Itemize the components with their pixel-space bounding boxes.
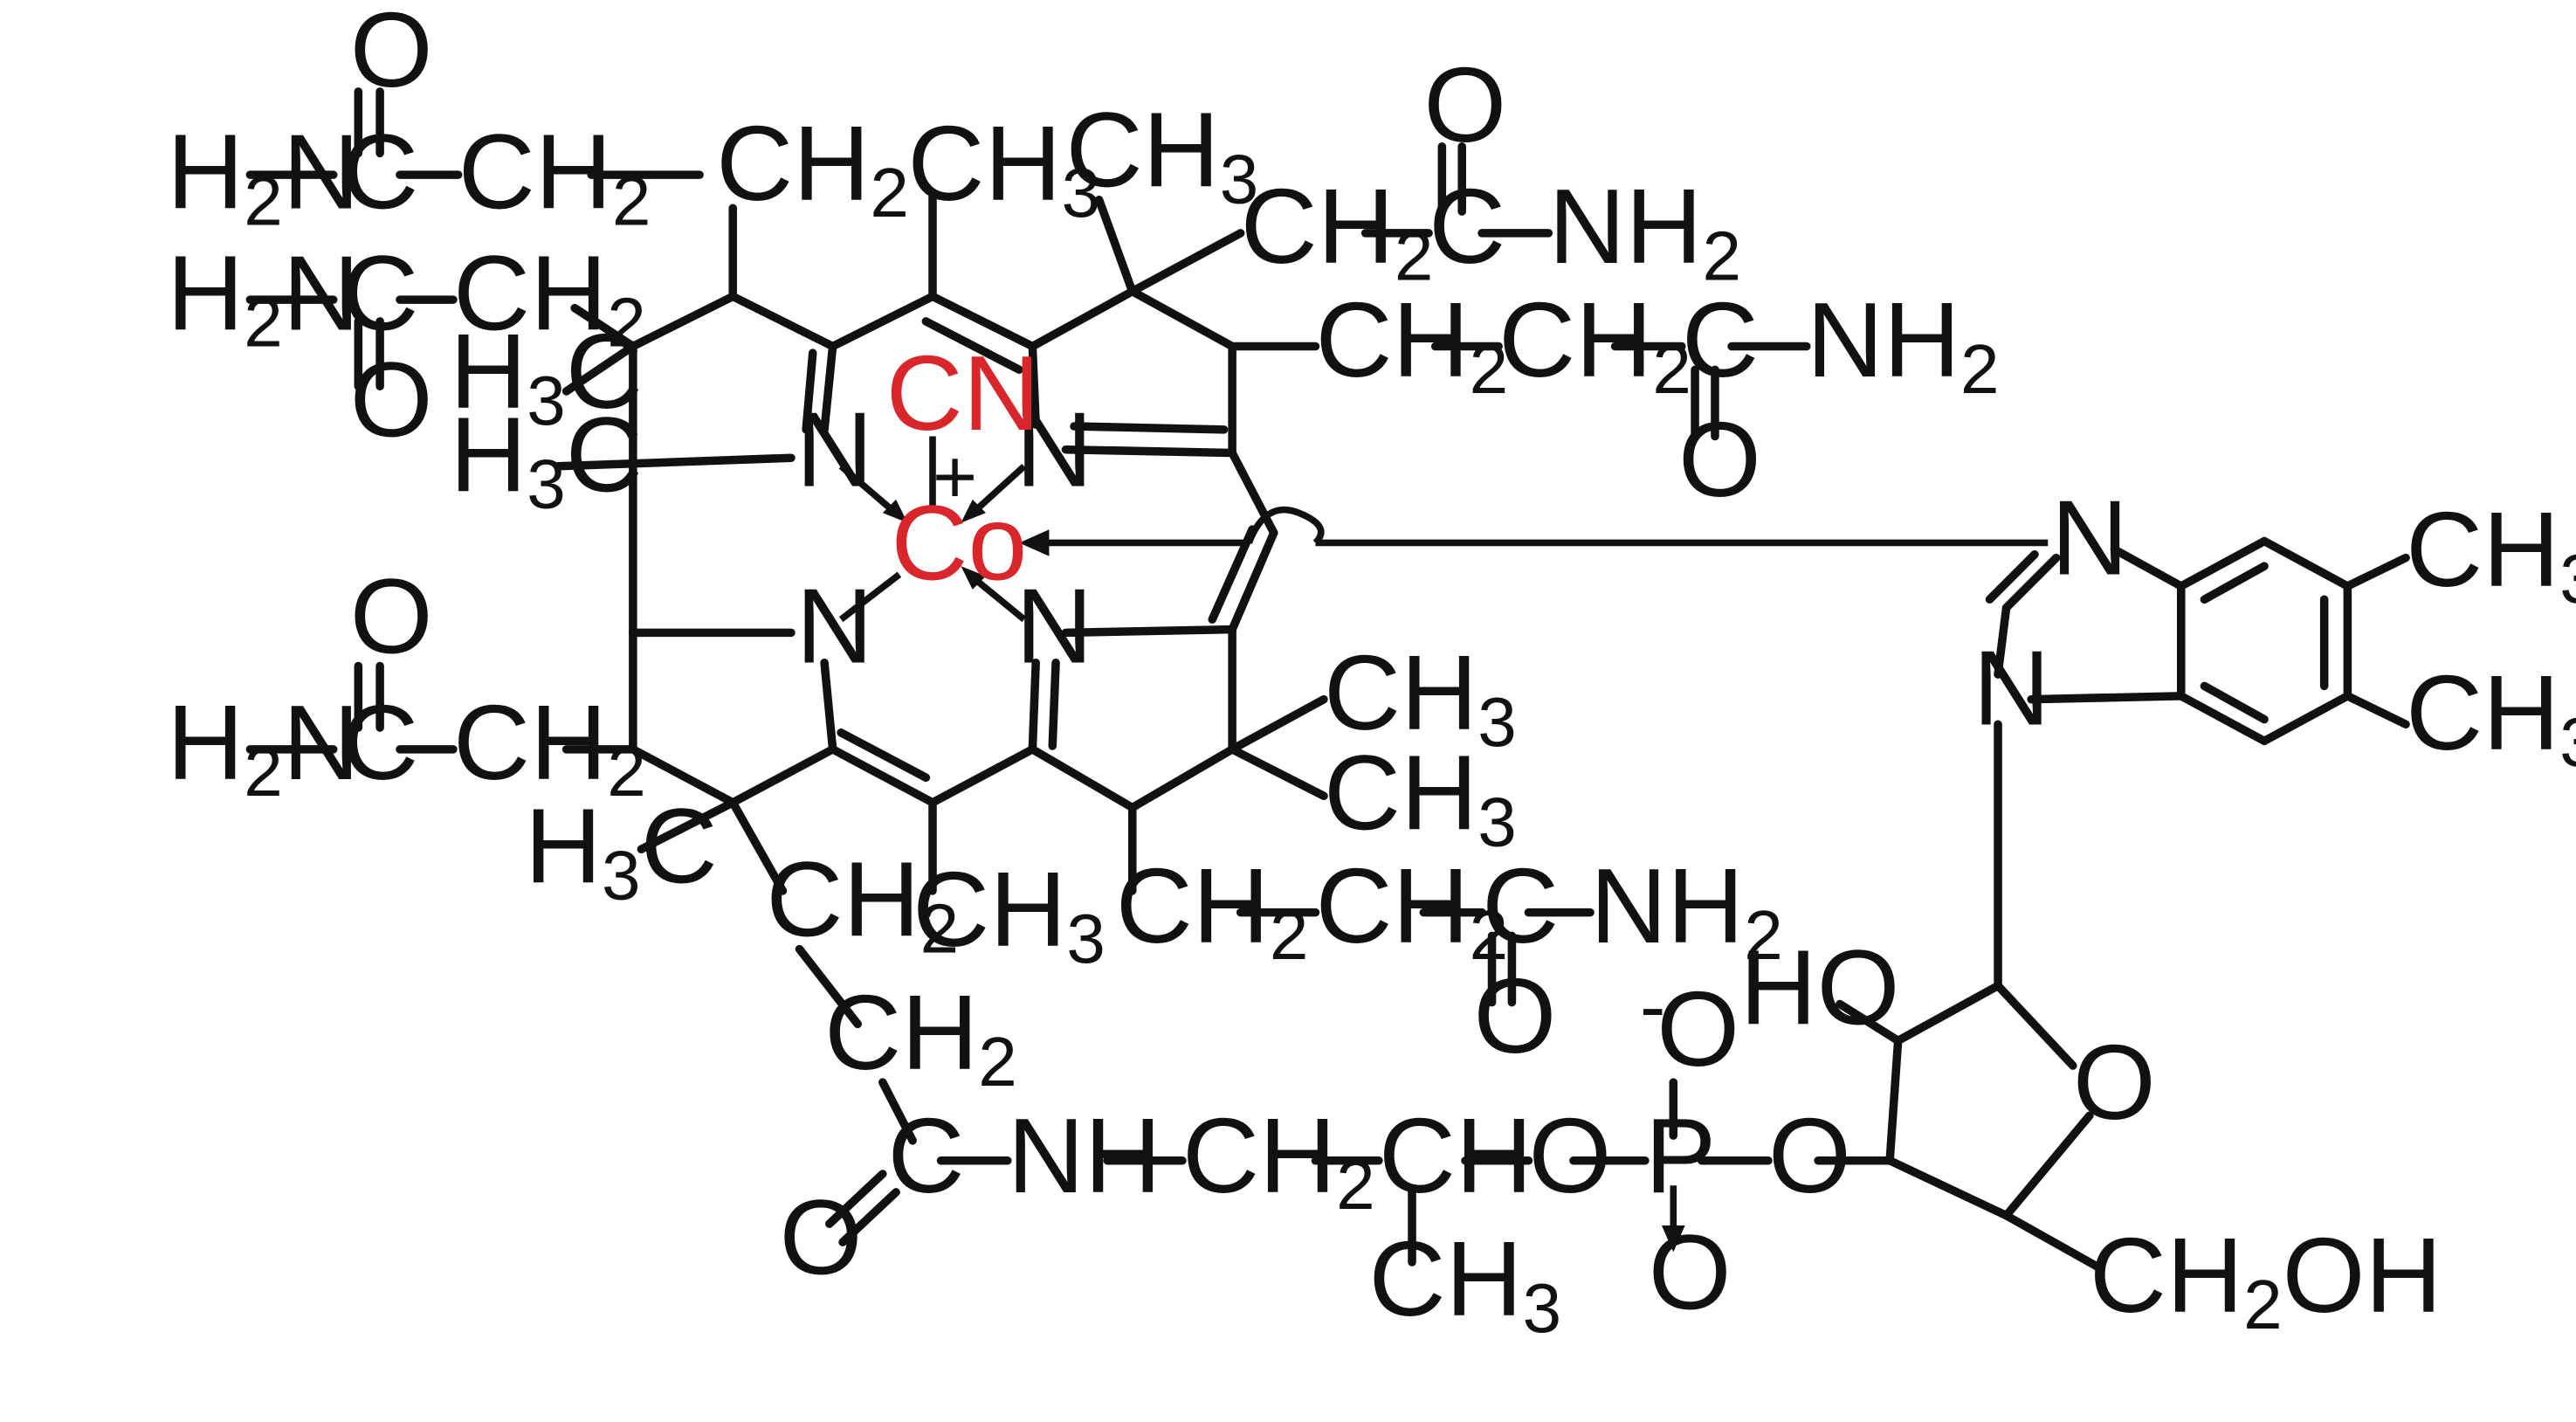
corrin-ring-bonds: [554, 192, 1328, 895]
carbon-label: C: [1682, 280, 1759, 399]
methyl-label: CH3: [1066, 91, 1259, 218]
carbon-label: C: [341, 112, 418, 231]
oxygen-label: O: [350, 0, 433, 109]
ring-nitrogen-label: N: [1016, 567, 1092, 686]
charge-label: +: [933, 434, 977, 520]
methylene-label: CH2: [1116, 846, 1309, 974]
phosphorus-label: P: [1645, 1096, 1716, 1215]
benzimidazole-bonds: [1985, 536, 2410, 746]
methylene-label: CH2: [1182, 1096, 1375, 1224]
amine-label: H2N: [167, 233, 360, 361]
carbon-label: C: [888, 1096, 965, 1215]
oxygen-label: O: [780, 1177, 863, 1296]
methyl-label: CH3: [2406, 490, 2576, 618]
methyl-label: CH3: [1368, 1219, 1561, 1347]
oxygen-label: O: [1528, 1096, 1611, 1215]
hydroxymethyl-label: CH2OH: [2090, 1216, 2442, 1343]
carbon-label: C: [341, 683, 418, 802]
amide-side-chains: [245, 87, 1811, 1246]
methylene-label: CH2: [716, 104, 909, 231]
methyl-label: CH3: [1324, 633, 1517, 761]
methyl-label: CH3: [907, 104, 1100, 231]
oxygen-label: O: [1656, 970, 1739, 1088]
ribose-ring-bonds: [1836, 720, 2106, 1274]
amine-label: NH2: [1548, 167, 1741, 294]
methyl-label: CH3: [2406, 653, 2576, 781]
atom-labels: O H2N C CH2 CH2 CH3 CH3 H2N C CH2 O H3C …: [167, 0, 2576, 1347]
ring-nitrogen-label: N: [1016, 390, 1092, 509]
methyl-label: H3C: [450, 312, 643, 439]
methylene-label: CH2: [453, 233, 646, 361]
oxygen-label: O: [1474, 956, 1557, 1075]
methyl-label: CH3: [913, 850, 1105, 977]
methylene-label: CH2: [1498, 280, 1691, 408]
nucleotide-linker-bonds: [936, 1078, 1894, 1267]
imidazole-nitrogen-label: N: [1973, 628, 2049, 747]
oxygen-label: O: [1649, 1212, 1732, 1331]
methyl-label: CH3: [1324, 733, 1517, 860]
ribose-oxygen-label: O: [2073, 1023, 2156, 1142]
oxygen-label: O: [1678, 400, 1761, 519]
hydroxyl-label: HO: [1740, 928, 1900, 1046]
ring-nitrogen-label: N: [796, 567, 873, 686]
methine-label: CH: [1379, 1096, 1533, 1215]
methylene-label: CH2: [458, 112, 651, 239]
oxygen-label: O: [1768, 1096, 1851, 1215]
amine-label: H2N: [167, 683, 360, 811]
methylene-label: CH2: [1315, 280, 1508, 408]
cyano-label: CN: [886, 334, 1040, 452]
carbon-label: C: [1429, 167, 1505, 286]
ring-nitrogen-label: N: [796, 390, 873, 509]
carbon-label: C: [1482, 846, 1559, 965]
oxygen-label: O: [350, 340, 433, 459]
amide-nh-label: NH: [1008, 1096, 1161, 1215]
cobalt-label: Co: [891, 483, 1027, 602]
anion-charge-label: -: [1640, 963, 1665, 1049]
carbon-label: C: [341, 233, 418, 352]
imidazole-nitrogen-label: N: [2051, 479, 2128, 597]
methylene-label: CH2: [1241, 167, 1434, 294]
methylene-label: CH2: [1315, 846, 1508, 974]
oxygen-label: O: [350, 556, 433, 675]
oxygen-label: O: [1423, 45, 1506, 164]
methylene-label: CH2: [824, 973, 1017, 1101]
amine-label: NH2: [1807, 280, 2000, 408]
amine-label: H2N: [167, 112, 360, 239]
cobalt-coordination: [838, 436, 2049, 623]
